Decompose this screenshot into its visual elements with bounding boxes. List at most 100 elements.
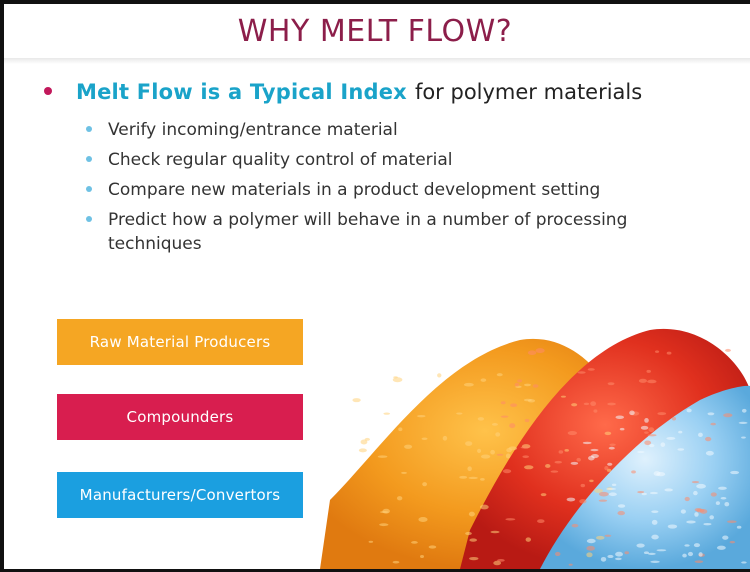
pellet-speck bbox=[465, 441, 473, 446]
slide-border-bottom bbox=[0, 569, 750, 572]
pellet-speck bbox=[554, 551, 561, 557]
pellet-speck bbox=[493, 560, 502, 566]
pellet-speck bbox=[611, 483, 617, 487]
pellet-speck bbox=[500, 401, 506, 405]
pellet-speck bbox=[576, 457, 581, 462]
pellet-speck bbox=[497, 558, 505, 562]
pellet-speck bbox=[607, 462, 613, 466]
pellet-speck bbox=[579, 499, 587, 504]
blue-pellet-pile bbox=[540, 385, 750, 569]
pellet-speck bbox=[377, 455, 388, 458]
pellet-speck bbox=[411, 541, 418, 544]
pellet-speck bbox=[640, 425, 649, 430]
pellet-speck bbox=[396, 496, 403, 501]
pellet-speck bbox=[724, 502, 730, 507]
pellet-speck bbox=[617, 510, 625, 516]
pellet-speck bbox=[723, 413, 733, 418]
pellet-speck bbox=[715, 501, 720, 506]
pellet-speck bbox=[604, 431, 612, 436]
polymer-pellets-image bbox=[320, 328, 750, 569]
pellet-speck bbox=[586, 538, 596, 544]
raw-material-producers-box: Raw Material Producers bbox=[57, 319, 303, 365]
pellet-speck bbox=[468, 511, 475, 517]
pellet-speck bbox=[490, 530, 500, 534]
pellet-speck bbox=[624, 551, 630, 555]
pellet-speck bbox=[600, 556, 607, 562]
pellet-speck bbox=[694, 560, 704, 563]
pellet-speck bbox=[653, 471, 661, 476]
pellet-speck bbox=[741, 436, 746, 439]
pellet-speck bbox=[606, 487, 617, 490]
pellet-speck bbox=[660, 442, 666, 447]
slide-border-left bbox=[0, 0, 4, 572]
pellet-speck bbox=[567, 431, 578, 436]
pellet-speck bbox=[649, 444, 655, 448]
pellet-speck bbox=[678, 430, 683, 434]
pellet-speck bbox=[686, 408, 692, 413]
pellet-speck bbox=[419, 554, 425, 559]
pellet-speck bbox=[682, 553, 687, 558]
pellet-speck bbox=[598, 491, 609, 497]
pellet-speck bbox=[710, 492, 717, 497]
pellet-speck bbox=[480, 477, 485, 481]
pellet-speck bbox=[505, 453, 511, 459]
slide-border-top bbox=[0, 0, 750, 4]
pellet-speck bbox=[468, 476, 478, 480]
pellet-speck bbox=[671, 417, 677, 421]
pellet-speck bbox=[716, 545, 726, 550]
sub-bullet-item: Compare new materials in a product devel… bbox=[86, 178, 706, 202]
pellet-speck bbox=[641, 492, 647, 496]
pellet-speck bbox=[651, 510, 659, 513]
pellet-speck bbox=[730, 470, 740, 475]
manufacturers-convertors-box: Manufacturers/Convertors bbox=[57, 472, 303, 518]
pellet-speck bbox=[664, 488, 673, 492]
pellet-speck bbox=[522, 455, 529, 459]
pellet-speck bbox=[648, 427, 655, 433]
pellet-speck bbox=[615, 415, 625, 419]
pellet-speck bbox=[545, 464, 551, 468]
pellet-speck bbox=[696, 483, 706, 489]
main-bullet-highlight: Melt Flow is a Typical Index bbox=[76, 80, 407, 104]
pellet-speck bbox=[560, 395, 566, 398]
pellet-speck bbox=[644, 418, 649, 423]
pellet-speck bbox=[527, 350, 537, 356]
pellet-speck bbox=[651, 519, 658, 525]
pellet-speck bbox=[496, 453, 504, 456]
pellet-speck bbox=[510, 403, 518, 408]
pellet-speck bbox=[383, 412, 391, 415]
main-bullet-point: Melt Flow is a Typical Index for polymer… bbox=[44, 80, 642, 104]
pellet-speck bbox=[725, 348, 731, 352]
sub-bullet-text: Compare new materials in a product devel… bbox=[108, 180, 601, 200]
pellet-speck bbox=[590, 448, 599, 452]
pellet-speck bbox=[651, 534, 659, 540]
pellet-speck bbox=[644, 431, 649, 434]
pellet-speck bbox=[360, 439, 368, 445]
pellet-speck bbox=[523, 398, 532, 402]
sub-bullet-list: Verify incoming/entrance material Check … bbox=[86, 118, 706, 262]
pellet-speck bbox=[636, 543, 645, 548]
pellet-speck bbox=[707, 412, 715, 416]
pellet-speck bbox=[646, 369, 651, 373]
pellet-speck bbox=[401, 471, 407, 474]
pellet-speck bbox=[491, 423, 498, 426]
slide-title: WHY MELT FLOW? bbox=[237, 14, 513, 49]
pellet-speck bbox=[647, 434, 657, 437]
pellet-speck bbox=[404, 444, 413, 449]
pellet-speck bbox=[703, 522, 712, 526]
pellet-speck bbox=[684, 496, 690, 502]
pellet-speck bbox=[535, 348, 545, 354]
pellet-speck bbox=[571, 403, 578, 407]
pellet-speck bbox=[643, 551, 649, 554]
pellet-speck bbox=[398, 427, 403, 432]
pellet-speck bbox=[598, 499, 608, 502]
pellet-speck bbox=[650, 560, 660, 563]
pellet-speck bbox=[392, 560, 400, 564]
sub-bullet-dot-icon bbox=[86, 186, 92, 192]
pellet-speck bbox=[586, 545, 595, 551]
pellet-speck bbox=[417, 414, 426, 418]
pellet-speck bbox=[606, 468, 612, 472]
pellet-speck bbox=[647, 379, 657, 384]
pellet-speck bbox=[637, 490, 645, 494]
sub-bullet-text: Predict how a polymer will behave in a n… bbox=[108, 210, 628, 254]
pellet-speck bbox=[517, 379, 523, 383]
